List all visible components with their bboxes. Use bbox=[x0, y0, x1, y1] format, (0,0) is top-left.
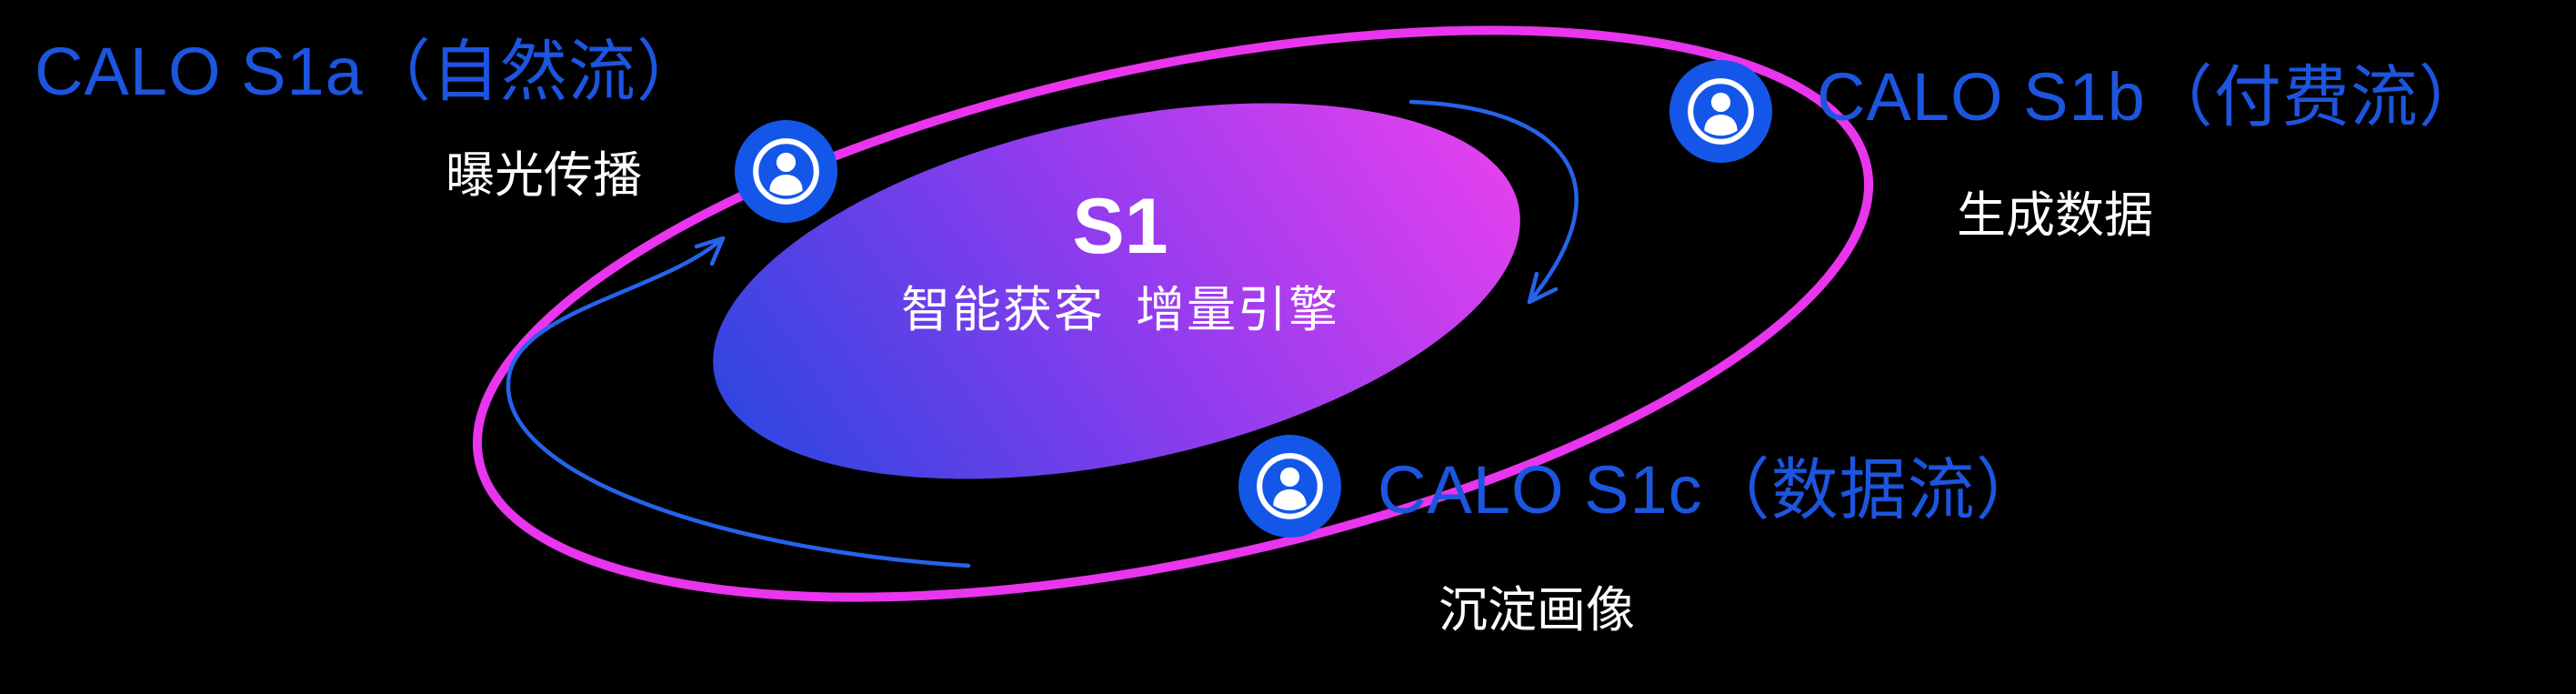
user-icon bbox=[1669, 60, 1772, 163]
core-title: S1 bbox=[1072, 183, 1168, 270]
node-s1b-subtitle: 生成数据 bbox=[1957, 188, 2153, 243]
user-icon bbox=[735, 120, 837, 223]
flow-arrow-left-head-icon bbox=[694, 236, 726, 267]
node-s1b-title: CALO S1b（付费流） bbox=[1817, 59, 2487, 135]
orbit-ring bbox=[472, 25, 1874, 602]
node-s1c-subtitle: 沉淀画像 bbox=[1438, 583, 1635, 638]
flow-arrow-right-head-icon bbox=[1527, 271, 1559, 305]
core-subtitle: 智能获客 增量引擎 bbox=[900, 283, 1340, 337]
node-s1a-subtitle: 曝光传播 bbox=[446, 148, 642, 203]
node-s1c-title: CALO S1c（数据流） bbox=[1378, 452, 2044, 528]
flow-arrow-right bbox=[1408, 99, 1579, 305]
flow-arrow-left bbox=[506, 236, 971, 568]
core-ellipse bbox=[713, 103, 1520, 479]
user-icon bbox=[1238, 435, 1341, 538]
node-s1a-title: CALO S1a（自然流） bbox=[35, 34, 705, 109]
